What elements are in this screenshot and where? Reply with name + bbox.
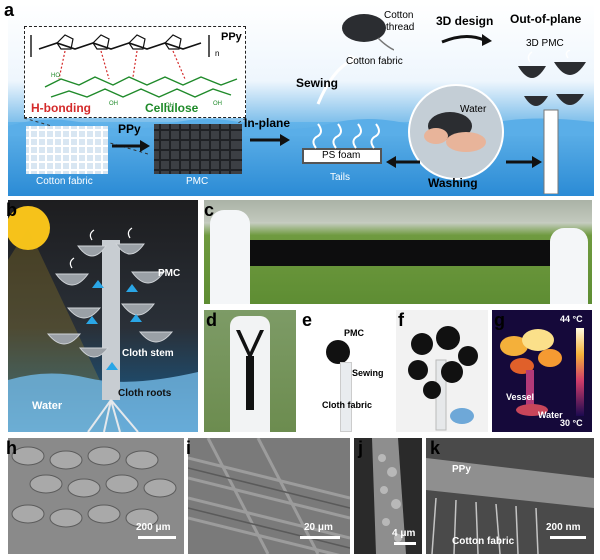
panel-a: HO OH OH OH PPy n H-bonding Cellulose Cotto… <box>8 4 594 196</box>
chemical-structure-box: HO OH OH OH PPy n H-bonding Cellulose <box>24 26 246 118</box>
in-plane-arrow <box>250 134 290 146</box>
pmc-mesh <box>154 124 242 174</box>
tree-illustration <box>8 206 198 432</box>
sem-fiber-texture <box>188 438 350 554</box>
vessel-label: Vessel <box>506 392 535 402</box>
svg-text:HO: HO <box>51 73 60 79</box>
temp-high-label: 44 °C <box>560 314 583 324</box>
ppy-formula-label: PPy <box>221 31 242 43</box>
black-cloth-strip <box>236 330 264 410</box>
cotton-fabric-label-k: Cotton fabric <box>452 536 515 547</box>
scale-label-j: 4 μm <box>392 528 416 539</box>
design-3d-arrow <box>441 34 492 46</box>
pmc-label: PMC <box>186 176 209 187</box>
panel-c <box>204 200 592 304</box>
sewing-label: Sewing <box>296 76 339 90</box>
ppy-cellulose-structure: HO OH OH OH <box>30 34 238 109</box>
pmc-disc <box>326 340 350 364</box>
sun-icon <box>8 206 50 250</box>
panel-i-label: i <box>186 438 192 458</box>
cloth-fabric-stem <box>340 362 352 432</box>
panel-c-label: c <box>204 200 215 220</box>
panel-g-label: g <box>494 310 505 330</box>
vapor-swirls <box>312 123 380 149</box>
3d-pmc-assembly <box>408 326 478 431</box>
panel-h-label: h <box>6 438 17 458</box>
washing-label: Washing <box>428 176 478 190</box>
panel-k: PPy Cotton fabric 200 nm <box>426 438 594 554</box>
washing-hands <box>424 112 486 152</box>
ps-foam-block <box>302 148 382 164</box>
temp-low-label: 30 °C <box>560 418 583 428</box>
panel-b: PMC Cloth stem Water Cloth roots <box>8 200 198 432</box>
building-backdrop <box>204 200 592 222</box>
h-bonding-label: H-bonding <box>31 101 91 115</box>
sewing-arrow <box>316 54 358 105</box>
in-plane-label: In-plane <box>244 116 291 130</box>
ppy-label-k: PPy <box>452 464 471 475</box>
3d-pmc-tree <box>518 50 586 194</box>
thermal-colorbar <box>576 328 584 416</box>
panel-g: 44 °C 30 °C Vessel Water <box>492 310 592 432</box>
out-of-plane-label: Out-of-plane <box>510 12 582 26</box>
svg-text:OH: OH <box>165 103 174 109</box>
scale-label-k: 200 nm <box>546 522 581 533</box>
ps-foam-label: PS foam <box>322 150 361 161</box>
cloth-roots-label: Cloth roots <box>118 388 172 399</box>
panel-d <box>204 310 296 432</box>
sem-cross-section <box>426 438 594 554</box>
water-label-a: Water <box>460 104 487 115</box>
scale-bar-k <box>550 536 586 539</box>
sem-weave-texture <box>8 438 184 554</box>
pmc-3d-label: 3D PMC <box>526 38 564 49</box>
cotton-fabric-label: Cotton fabric <box>36 176 93 187</box>
water-label-b: Water <box>32 400 63 412</box>
scale-label-i: 20 μm <box>304 522 333 533</box>
cotton-fabric-label-2: Cotton fabric <box>346 56 403 67</box>
panel-b-label: b <box>6 200 17 220</box>
cotton-fabric-mesh <box>26 126 108 174</box>
pmc-label-e: PMC <box>344 328 364 338</box>
water-label-g: Water <box>538 410 563 420</box>
panel-d-label: d <box>206 310 217 330</box>
long-black-fabric <box>250 240 550 266</box>
panel-j: 4 μm <box>354 438 422 554</box>
panel-f-label: f <box>398 310 404 330</box>
panel-e: PMC Sewing Cloth fabric <box>300 310 392 432</box>
ppy-arrow <box>112 140 150 152</box>
cotton-fabric-swatch <box>342 14 394 51</box>
cloth-stem-label: Cloth stem <box>122 348 174 359</box>
sem-single-fiber <box>354 438 422 554</box>
scale-bar-h <box>138 536 176 539</box>
panel-h: 200 μm <box>8 438 184 554</box>
scale-label-h: 200 μm <box>136 522 171 533</box>
panel-i: 20 μm <box>188 438 350 554</box>
washing-arrow-right <box>506 156 542 168</box>
panel-a-label: a <box>4 0 15 20</box>
scale-bar-i <box>300 536 340 539</box>
sewing-label-e: Sewing <box>352 368 384 378</box>
cotton-thread-label-2: thread <box>386 22 415 33</box>
pmc-label-b: PMC <box>158 268 181 279</box>
cotton-thread-label-1: Cotton <box>384 10 414 21</box>
svg-text:OH: OH <box>109 101 118 107</box>
washing-circle <box>408 84 504 180</box>
scale-bar-j <box>394 542 416 545</box>
cloth-fabric-label-e: Cloth fabric <box>322 400 373 410</box>
panel-j-label: j <box>358 438 364 458</box>
person-left <box>210 210 250 304</box>
cellulose-label: Cellulose <box>145 101 199 115</box>
ppy-arrow-label: PPy <box>118 122 141 136</box>
thermal-image <box>500 328 584 416</box>
ppy-n-subscript: n <box>215 49 220 58</box>
panel-f <box>396 310 488 432</box>
design-3d-label: 3D design <box>436 14 494 28</box>
washing-arrow-left <box>386 156 420 168</box>
person-right <box>550 228 588 304</box>
panel-k-label: k <box>430 438 441 458</box>
tails-label: Tails <box>330 172 351 183</box>
svg-text:OH: OH <box>213 101 222 107</box>
panel-e-label: e <box>302 310 313 330</box>
